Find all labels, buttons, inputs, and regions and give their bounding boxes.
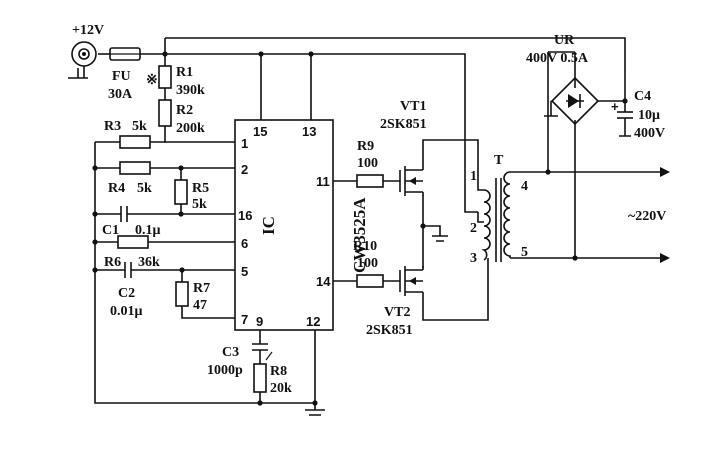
r10-name: R10 [353,239,377,254]
c3-symbol [252,343,268,351]
vt2-symbol [399,266,424,296]
transformer-name: T [494,153,504,168]
ic-pin-13: 13 [302,124,316,139]
c2-symbol [124,262,132,278]
transformer-pin-1: 1 [470,169,477,184]
vt1-part: 2SK851 [380,117,427,132]
c3-value: 1000p [207,363,243,378]
transformer-pin-3: 3 [470,251,477,266]
ic-pin-7: 7 [241,312,248,327]
r8-name: R8 [270,364,287,379]
r8-adjust-arrow [265,351,273,361]
ic-label: IC [259,216,278,235]
r3-name: R3 [104,119,121,134]
r3-symbol [119,135,151,149]
fuse-name: FU [112,69,131,84]
r6-symbol [117,235,149,249]
r6-name: R6 [104,255,121,270]
ic-pin-1: 1 [241,136,248,151]
c2-value: 0.01μ [110,304,143,319]
r8-value: 20k [270,381,292,396]
c4-value: 10μ [638,108,660,123]
c4-voltage: 400V [634,126,665,141]
fuse-note-mark: ※ [146,73,158,88]
c4-name: C4 [634,89,651,104]
r2-symbol [158,99,172,127]
fuse-rating: 30A [108,87,133,102]
output-arrow-top [660,167,670,177]
r5-name: R5 [192,181,209,196]
c1-name: C1 [102,223,119,238]
power-input-terminal [71,41,97,78]
output-arrow-bottom [660,253,670,263]
ic-pin-16: 16 [238,208,252,223]
rectifier-name: UR [554,33,575,48]
r10-symbol [356,274,384,288]
r9-name: R9 [357,139,374,154]
ic-body [234,119,334,331]
ic-pin-14: 14 [316,274,331,289]
r7-value: 47 [193,298,207,313]
ic-pin-6: 6 [241,236,248,251]
transformer-pin-5: 5 [521,245,528,260]
r5-symbol [174,179,188,205]
r6-value: 36k [138,255,160,270]
ic-pin-5: 5 [241,264,248,279]
vt2-name: VT2 [384,305,410,320]
r1-name: R1 [176,65,193,80]
rectifier-rating: 400V 0.5A [526,51,589,66]
r1-symbol [158,65,172,89]
r8-symbol [253,363,267,393]
ic-pin-2: 2 [241,162,248,177]
r4-symbol [119,161,151,175]
r7-symbol [175,281,189,307]
wires [68,37,660,416]
junction-dots [92,51,628,406]
r5-value: 5k [192,197,207,212]
vt1-symbol [399,166,424,196]
r4-name: R4 [108,181,125,196]
r2-name: R2 [176,103,193,118]
vt2-part: 2SK851 [366,323,413,338]
c2-name: C2 [118,286,135,301]
bridge-rectifier-symbol [550,76,600,126]
transformer-pin-2: 2 [470,221,477,236]
r7-name: R7 [193,281,210,296]
ic-pin-11: 11 [316,174,330,189]
ic-part-number: CW3525A [350,197,369,273]
r2-value: 200k [176,121,205,136]
c1-symbol [120,206,128,222]
r4-value: 5k [137,181,152,196]
r3-value: 5k [132,119,147,134]
ic-pin-12: 12 [306,314,320,329]
transformer-symbol [481,171,511,262]
c4-polarity-plus: + [611,99,619,114]
r10-value: 100 [357,256,378,271]
output-voltage-label: ~220V [628,209,666,224]
ic-pin-9: 9 [256,314,263,329]
r1-value: 390k [176,83,205,98]
r9-value: 100 [357,156,378,171]
transformer-pin-4: 4 [521,179,528,194]
ic-pin-15: 15 [253,124,267,139]
power-label: +12V [72,23,104,38]
r9-symbol [356,174,384,188]
c1-value: 0.1μ [135,223,161,238]
vt1-name: VT1 [400,99,426,114]
c3-name: C3 [222,345,239,360]
